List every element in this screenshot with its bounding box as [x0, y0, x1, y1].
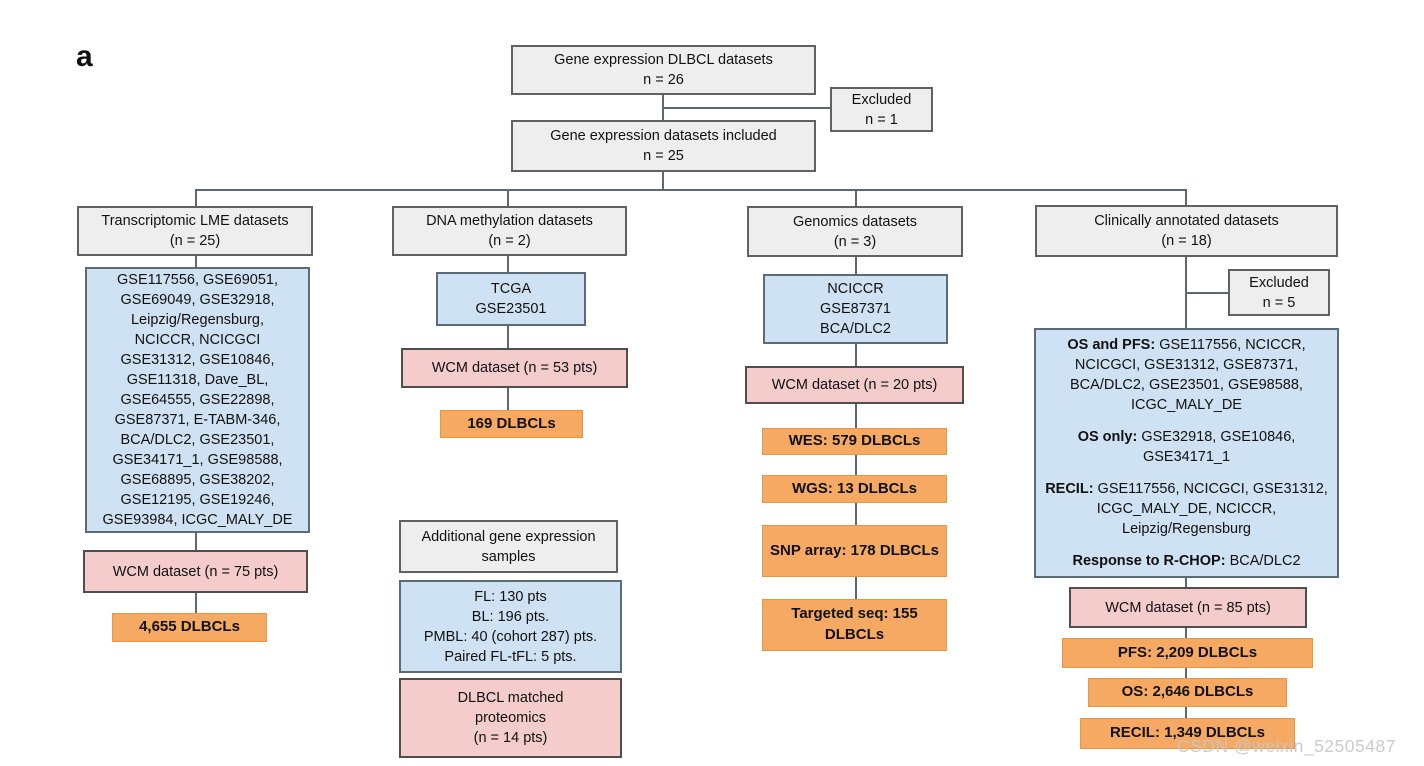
watermark-text: CSDN @weixin_52505487: [1177, 736, 1396, 756]
col3-result-wgs-box: WGS: 13 DLBCLs: [762, 475, 947, 503]
col4-result-recil-box: RECIL: 1,349 DLBCLs: [1080, 718, 1295, 749]
col2-result-box: 169 DLBCLs: [440, 410, 583, 438]
col3-result-snp-box: SNP array: 178 DLBCLs: [762, 525, 947, 577]
col1-result-box: 4,655 DLBCLs: [112, 613, 267, 642]
col2-header-box: DNA methylation datasets(n = 2): [392, 206, 627, 256]
col3-wcm-box: WCM dataset (n = 20 pts): [745, 366, 964, 404]
col1-header-box: Transcriptomic LME datasets(n = 25): [77, 206, 313, 256]
col1-datasets-box: GSE117556, GSE69051,GSE69049, GSE32918,L…: [85, 267, 310, 533]
col3-header-box: Genomics datasets(n = 3): [747, 206, 963, 257]
col4-clinical-endpoints-box: OS and PFS: GSE117556, NCICCR, NCICGCI, …: [1034, 328, 1339, 578]
col1-wcm-box: WCM dataset (n = 75 pts): [83, 550, 308, 593]
col4-header-box: Clinically annotated datasets(n = 18): [1035, 205, 1338, 257]
col3-result-targeted-box: Targeted seq: 155 DLBCLs: [762, 599, 947, 651]
col4-wcm-box: WCM dataset (n = 85 pts): [1069, 587, 1307, 628]
col4-result-os-box: OS: 2,646 DLBCLs: [1088, 678, 1287, 707]
panel-letter: a: [76, 40, 93, 73]
col3-result-wes-box: WES: 579 DLBCLs: [762, 428, 947, 455]
col4-result-pfs-box: PFS: 2,209 DLBCLs: [1062, 638, 1313, 668]
col2-wcm-box: WCM dataset (n = 53 pts): [401, 348, 628, 388]
